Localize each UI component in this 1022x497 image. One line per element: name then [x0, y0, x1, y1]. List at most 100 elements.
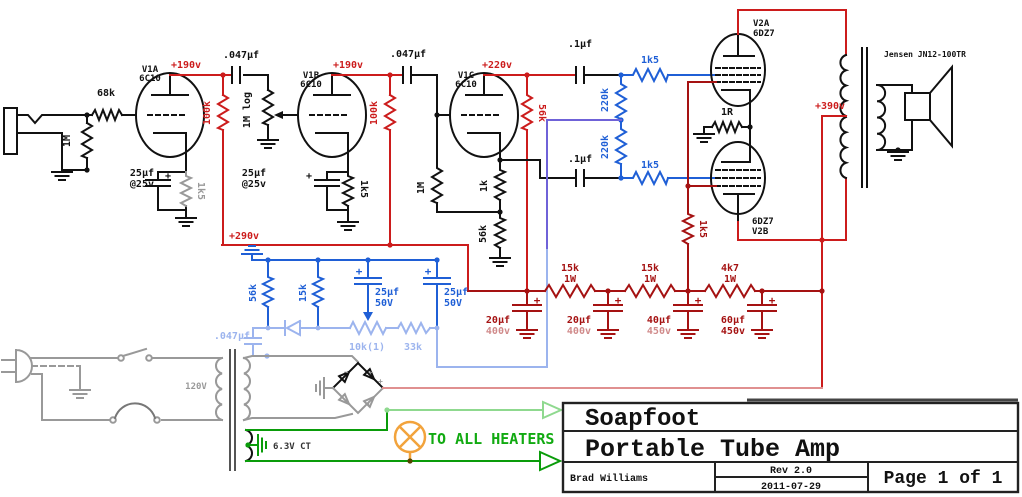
- label-v1a-1k5: 1k5: [195, 182, 206, 200]
- label-cap-1uf-bot: .1µf: [568, 154, 592, 165]
- label-v2a-type: 6DZ7: [753, 29, 775, 39]
- label-1R: 1R: [721, 107, 734, 118]
- label-v1b-cap-v: @25v: [242, 179, 266, 190]
- ground-v1a-cathode: [175, 217, 197, 227]
- label-v1a-cap-v: @25v: [130, 179, 154, 190]
- label-v1b: V1B: [303, 71, 320, 81]
- filter-cap-2: + 20µf 400v: [567, 290, 623, 339]
- label-v2b-type: 6DZ7: [752, 217, 774, 227]
- label-screen-1k5: 1k5: [697, 220, 708, 238]
- label-68k: 68k: [97, 88, 115, 99]
- label-bridge-minus2: -: [366, 399, 371, 408]
- title-rev: Rev 2.0: [770, 466, 812, 477]
- label-220k-top: 220k: [600, 88, 611, 112]
- bias-diode: [284, 319, 302, 337]
- label-c1-v: 400v: [486, 326, 510, 337]
- heater-arrow-bottom: [539, 450, 563, 472]
- label-v1a-cap-plus: +: [165, 171, 171, 182]
- ot-secondary-coil: [875, 83, 887, 152]
- label-v1c-56k: 56k: [478, 225, 489, 243]
- heater-arrow-top: [542, 400, 564, 420]
- psu-filter-rail: +290v 15k 1W 15k 1W 4k7 1W + 20µf 400v +…: [221, 231, 823, 339]
- pt-primary-coil: [215, 356, 224, 422]
- speaker-cone: [928, 64, 953, 149]
- resistor-input-1M: [79, 121, 94, 160]
- label-v1a-cap: 25µf: [130, 168, 154, 179]
- label-c2-v: 400v: [567, 326, 591, 337]
- label-c2: 20µf: [567, 315, 591, 326]
- label-c4-v: 450v: [721, 326, 745, 337]
- label-bias-pot: 10k(1): [349, 342, 385, 353]
- label-v2b: V2B: [752, 227, 769, 237]
- pot-1M-log: [260, 88, 275, 127]
- coupling-cap-2: .047µf: [390, 49, 451, 118]
- filter-cap-4: + 60µf 450v: [721, 290, 777, 339]
- input-jack: 1M 68k: [3, 88, 137, 181]
- resistor-v1a-cathode-1k5: [178, 171, 194, 208]
- fuse: [113, 402, 157, 420]
- title-author: Brad Williams: [570, 473, 648, 485]
- label-4k7-w: 1W: [724, 274, 737, 285]
- label-c4: 60µf: [721, 315, 745, 326]
- resistor-4k7: [703, 283, 757, 299]
- label-c2-plus: +: [615, 294, 622, 307]
- label-bias-047: .047µf: [214, 331, 250, 342]
- label-v1c-hv: +220v: [482, 60, 512, 71]
- ot-core: [861, 47, 868, 188]
- filter-cap-3: + 40µf 450v: [647, 290, 703, 339]
- resistor-68k: [90, 107, 124, 123]
- label-v2a: V2A: [753, 19, 770, 29]
- label-bias-c1-plus: +: [356, 265, 363, 278]
- label-1k5-bot: 1k5: [641, 160, 659, 171]
- filter-cap-1: + 20µf 400v: [486, 290, 542, 339]
- tube-v1b: [297, 72, 367, 158]
- label-v1b-100k: 100k: [369, 101, 380, 125]
- label-bias-c2-v: 50V: [444, 298, 462, 309]
- coupling-cap-1: .047µf: [223, 50, 269, 84]
- stage-v1c: V1C 6C10 +220v 1M 1k 56k 56k: [416, 60, 577, 292]
- mains-section: 120V ~ ~ + - - 6.3V CT: [1, 347, 823, 472]
- label-cc2: .047µf: [390, 49, 426, 60]
- label-bridge-ac1: ~: [344, 368, 349, 377]
- resistor-v1a-plate-100k: [215, 93, 230, 132]
- pt-hv-secondary: [242, 356, 251, 422]
- label-heater-ct: 6.3V CT: [273, 442, 312, 452]
- label-bias-15k: 15k: [298, 284, 309, 302]
- ground-bias: [241, 245, 263, 261]
- label-c3: 40µf: [647, 315, 671, 326]
- stage-v1a: V1A 6C10 +190v 100k 25µf @25v + 1k5: [130, 60, 233, 246]
- power-switch: [121, 347, 148, 358]
- label-bias-c1-v: 50V: [375, 298, 393, 309]
- label-v1c-1M: 1M: [416, 182, 427, 194]
- label-speaker: Jensen JN12-100TR: [884, 50, 966, 59]
- label-bias-c1: 25µf: [375, 287, 399, 298]
- title-name: Portable Tube Amp: [585, 435, 840, 464]
- label-v1b-cap-plus: +: [306, 171, 312, 182]
- label-bias-56k: 56k: [248, 284, 259, 302]
- label-v1c-type: 6C10: [455, 80, 477, 90]
- ground-mains: [69, 365, 91, 399]
- bias-pot-10k: [348, 319, 388, 337]
- speaker-magnet: [904, 92, 931, 121]
- label-bridge-minus1: -: [347, 399, 352, 408]
- tube-v1c: [449, 72, 519, 158]
- label-v1b-1k5: 1k5: [358, 180, 369, 198]
- resistor-v1b-cathode-1k5: [340, 171, 356, 208]
- title-block: Soapfoot Portable Tube Amp Brad Williams…: [561, 398, 1020, 494]
- label-bias-c2: 25µf: [444, 287, 468, 298]
- label-v1a-type: 6C10: [139, 74, 161, 84]
- ground-v1b-cathode: [337, 221, 359, 231]
- bridge-rectifier: ~ ~ + - -: [315, 361, 385, 415]
- label-c1: 20µf: [486, 315, 510, 326]
- label-4k7: 4k7: [721, 263, 739, 274]
- pt-core: [229, 349, 236, 471]
- label-15k-2: 15k: [641, 263, 659, 274]
- title-company: Soapfoot: [585, 406, 700, 433]
- label-v1a-100k: 100k: [202, 101, 213, 125]
- label-cc1: .047µf: [223, 50, 259, 61]
- title-date: 2011-07-29: [761, 482, 821, 493]
- label-390v: +390v: [815, 101, 845, 112]
- phase-inverter: .1µf .1µf 220k 220k 1k5 1k5: [436, 39, 717, 368]
